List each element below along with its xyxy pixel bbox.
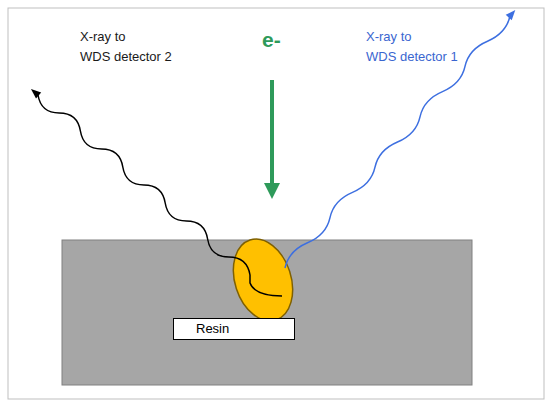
particle xyxy=(223,231,302,328)
spacer xyxy=(438,27,476,28)
detector-label: X-ray to WDS detector 2 xyxy=(80,27,190,67)
box-label: Resin xyxy=(196,320,294,338)
resin-label-box: Resin xyxy=(173,318,295,340)
arrowhead xyxy=(506,10,516,20)
xray-wave xyxy=(285,16,510,268)
spacer xyxy=(152,27,190,28)
xray-wave xyxy=(38,95,282,296)
frame xyxy=(8,8,544,399)
arrowhead xyxy=(264,183,280,199)
electron-beam xyxy=(270,80,274,184)
electron-label: e- xyxy=(262,28,281,52)
detector-label: X-ray to WDS detector 1 xyxy=(366,27,476,67)
arrowhead xyxy=(31,89,41,99)
